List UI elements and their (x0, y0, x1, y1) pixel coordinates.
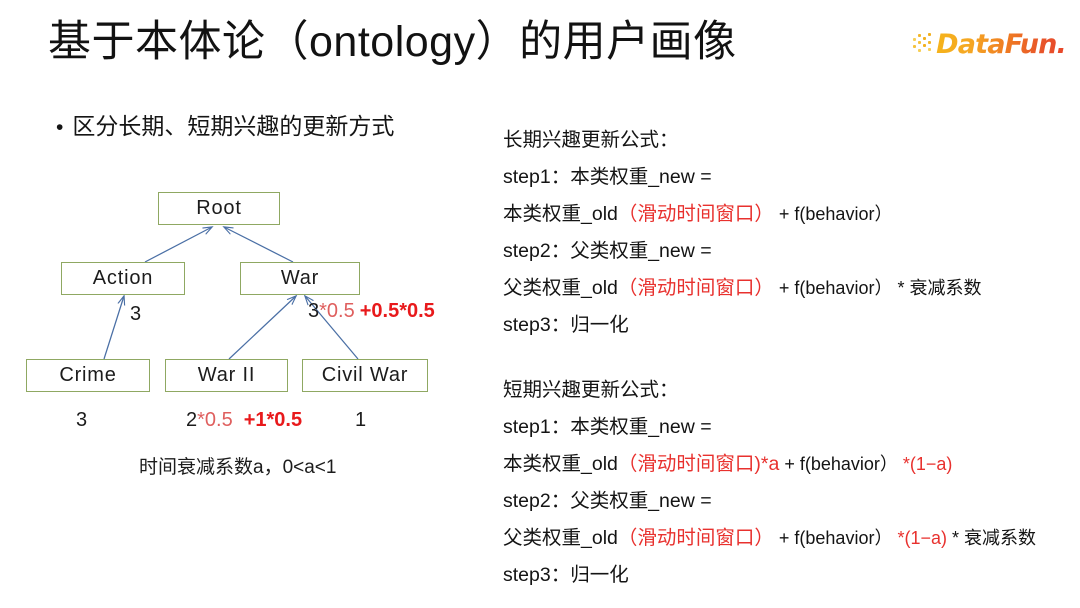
bullet-item: • 区分长期、短期兴趣的更新方式 (56, 107, 394, 141)
edge-civilwar-war (305, 296, 359, 360)
short-term-step1-mid: + f(behavior） (779, 453, 898, 474)
annotation-war-edge-soft: *0.5 (319, 300, 355, 322)
edge-war2-war (228, 296, 296, 360)
tree-node-war-ii[interactable]: War II (165, 359, 288, 392)
edge-war-root (224, 227, 294, 263)
long-term-step2-window: （滑动时间窗口） (617, 277, 774, 299)
long-term-step1-post: + f(behavior） (773, 204, 893, 224)
annotation-crime-value: 3 (76, 409, 87, 432)
short-term-heading: 短期兴趣更新公式： (503, 378, 679, 401)
tree-node-crime[interactable]: Crime (26, 359, 150, 392)
annotation-war-edge-black: 3 (308, 300, 320, 322)
annotation-civilwar-value-text: 1 (355, 409, 367, 431)
long-term-step1-label: step1：本类权重_new = (503, 166, 712, 188)
annotation-action-edge-value: 3 (130, 303, 142, 325)
tree-edges (103, 0, 359, 360)
short-term-step1-alpha: *(1−a) (897, 453, 953, 474)
edge-crime-action (103, 296, 124, 360)
tree-node-civil-war[interactable]: Civil War (302, 359, 428, 392)
short-term-step1-label: step1：本类权重_new = (503, 415, 712, 438)
annotation-action-edge: 3 (130, 303, 141, 326)
annotation-war2-value-soft: *0.5 (197, 409, 233, 431)
long-term-heading: 长期兴趣更新公式： (503, 129, 679, 151)
short-term-step1-body: 本类权重_old（滑动时间窗口)*a + f(behavior） *(1−a) (503, 452, 1073, 475)
long-term-step2-body: 父类权重_old（滑动时间窗口） + f(behavior） * 衰减系数 (503, 277, 1073, 299)
short-term-step3: step3：归一化 (503, 563, 629, 586)
bullet-text: 区分长期、短期兴趣的更新方式 (72, 113, 395, 139)
short-term-step2-mid: + f(behavior） (773, 527, 893, 548)
long-term-step3: step3：归一化 (503, 314, 629, 336)
annotation-civilwar-value: 1 (355, 409, 366, 432)
tree-node-root[interactable]: Root (158, 192, 280, 225)
tree-node-action[interactable]: Action (61, 262, 185, 295)
short-term-step2-pre: 父类权重_old (503, 526, 618, 549)
tree-node-war[interactable]: War (240, 262, 360, 295)
short-term-step2-body: 父类权重_old（滑动时间窗口） + f(behavior） *(1−a) * … (503, 526, 1073, 549)
bullet-marker-icon: • (56, 116, 64, 139)
long-term-step1-pre: 本类权重_old (503, 203, 618, 225)
short-term-step1-window: （滑动时间窗口)*a (617, 452, 780, 475)
short-term-step2-post: * 衰减系数 (946, 527, 1036, 548)
tree-caption: 时间衰减系数a，0<a<1 (139, 457, 337, 478)
long-term-step1-body: 本类权重_old（滑动时间窗口） + f(behavior） (503, 203, 1073, 225)
formula-column: 长期兴趣更新公式： step1：本类权重_new = 本类权重_old（滑动时间… (503, 129, 1073, 603)
long-term-step1-window: （滑动时间窗口） (617, 203, 774, 225)
datafun-logo: DataFun. (913, 26, 1067, 62)
long-term-step2-post: + f(behavior） * 衰减系数 (773, 278, 982, 298)
logo-wordmark: DataFun. (936, 28, 1067, 60)
long-term-step2-pre: 父类权重_old (503, 277, 618, 299)
annotation-war2-value-black: 2 (186, 409, 198, 431)
page-title: 基于本体论（ontology）的用户画像 (48, 18, 737, 66)
short-term-step2-window: （滑动时间窗口） (617, 526, 774, 549)
datafun-dots-icon (913, 33, 935, 55)
annotation-war-edge: 3*0.5+0.5*0.5 (308, 300, 435, 323)
short-term-step2-label: step2：父类权重_new = (503, 489, 712, 512)
annotation-war2-value-hard: +1*0.5 (243, 409, 303, 431)
annotation-war-edge-hard: +0.5*0.5 (359, 300, 435, 322)
ontology-tree-diagram: Root Action War Crime War II Civil War 3… (0, 0, 480, 500)
annotation-war2-value: 2*0.5 +1*0.5 (186, 409, 302, 432)
short-term-step1-pre: 本类权重_old (503, 452, 618, 475)
short-term-step2-alpha: *(1−a) (892, 527, 947, 548)
long-term-step2-label: step2：父类权重_new = (503, 240, 712, 262)
edge-action-root (144, 227, 212, 263)
annotation-crime-value-text: 3 (76, 409, 88, 431)
